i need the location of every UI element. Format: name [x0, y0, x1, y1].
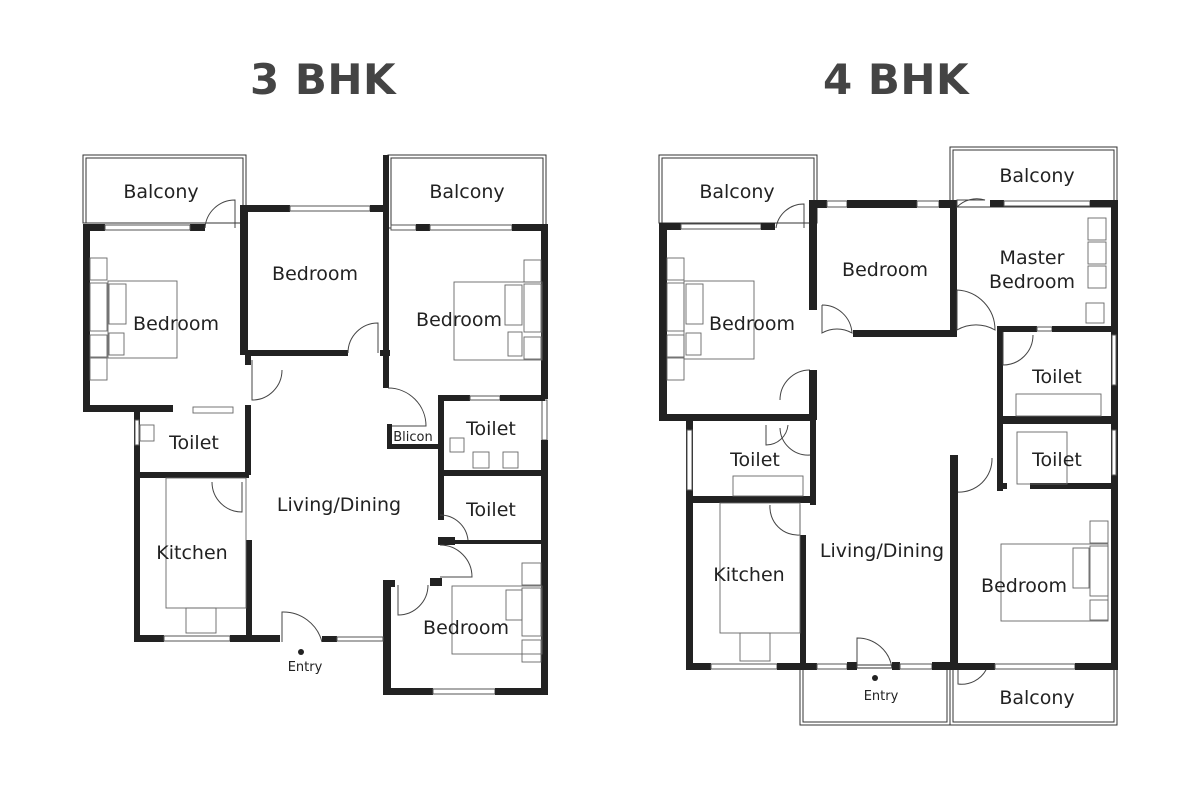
plan-title-4bhk: 4 BHK	[823, 55, 970, 104]
bed-3bhk-bottom	[451, 562, 543, 663]
floor-plan-4bhk	[658, 146, 1118, 726]
label-4bhk-toilet-right-bottom: Toilet	[1031, 449, 1082, 471]
label-4bhk-bedroom-right: Bedroom	[981, 575, 1067, 597]
label-3bhk-kitchen: Kitchen	[156, 542, 227, 564]
label-3bhk-bedroom-center: Bedroom	[272, 263, 358, 285]
label-4bhk-toilet-right-top: Toilet	[1031, 366, 1082, 388]
label-4bhk-balcony-bottom-right: Balcony	[999, 687, 1074, 709]
bed-4bhk-right	[1000, 520, 1109, 622]
label-3bhk-bedroom-right: Bedroom	[416, 309, 502, 331]
label-4bhk-entry: Entry	[864, 689, 899, 704]
bed-4bhk-left	[666, 257, 755, 381]
wardrobe-4bhk-master	[1085, 217, 1107, 324]
label-3bhk-entry: Entry	[288, 660, 323, 675]
label-4bhk-living-dining: Living/Dining	[820, 540, 944, 562]
label-4bhk-master-bedroom-line2: Bedroom	[989, 271, 1075, 293]
bed-3bhk-right	[453, 259, 543, 361]
label-3bhk-living-dining: Living/Dining	[277, 494, 401, 516]
floor-plan-3bhk	[82, 154, 548, 695]
label-3bhk-balcony-right: Balcony	[429, 181, 504, 203]
entry-marker-icon	[298, 649, 304, 655]
label-4bhk-kitchen: Kitchen	[713, 564, 784, 586]
entry-marker-icon	[872, 675, 878, 681]
plan-title-3bhk: 3 BHK	[250, 55, 397, 104]
label-4bhk-balcony-top-right: Balcony	[999, 165, 1074, 187]
label-3bhk-toilet-left: Toilet	[168, 432, 219, 454]
label-3bhk-bedroom-bottom: Bedroom	[423, 617, 509, 639]
label-3bhk-toilet-right-top: Toilet	[465, 418, 516, 440]
bed-3bhk-left	[89, 257, 178, 381]
label-3bhk-bedroom-left: Bedroom	[133, 313, 219, 335]
label-4bhk-master-bedroom-line1: Master	[1000, 247, 1065, 269]
balcony-3bhk-left	[82, 154, 247, 224]
label-3bhk-balcony-left: Balcony	[123, 181, 198, 203]
label-3bhk-blicon: Blicon	[393, 430, 432, 445]
label-3bhk-toilet-right-bottom: Toilet	[465, 499, 516, 521]
label-4bhk-balcony-top-left: Balcony	[699, 181, 774, 203]
label-4bhk-bedroom-center: Bedroom	[842, 259, 928, 281]
label-4bhk-bedroom-left: Bedroom	[709, 313, 795, 335]
label-4bhk-toilet-left: Toilet	[729, 449, 780, 471]
